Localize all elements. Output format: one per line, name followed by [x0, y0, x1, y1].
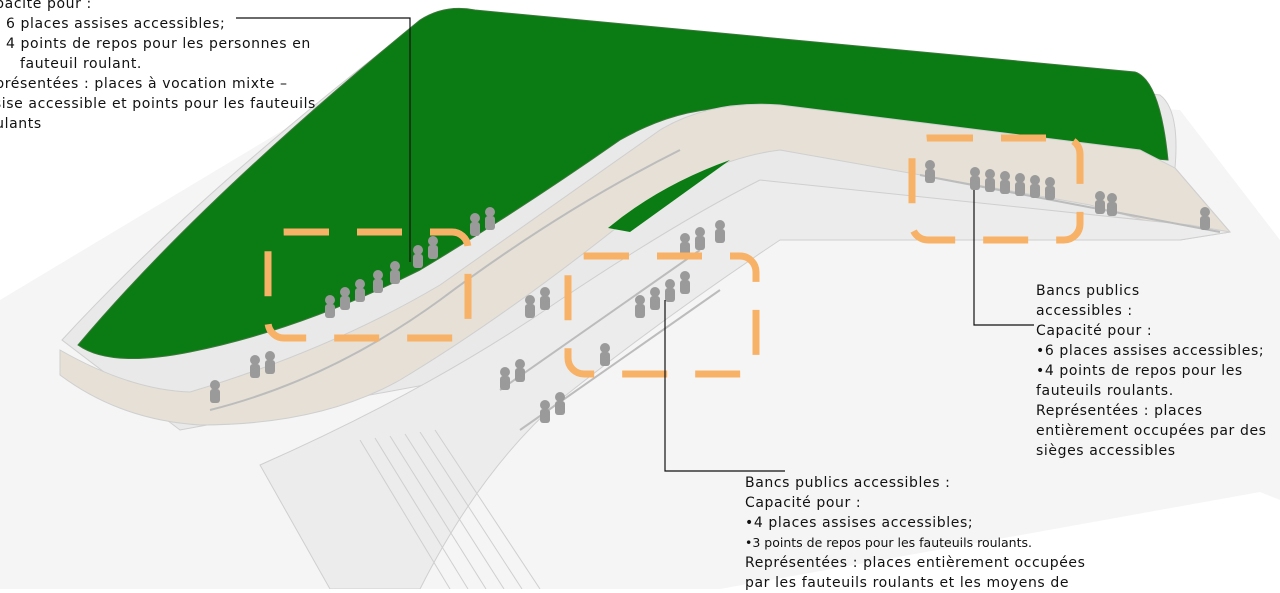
seated-figures	[210, 160, 1210, 423]
annotation-center-line: par les fauteuils roulants et les moyens…	[745, 575, 1070, 591]
annotation-right-line: entièrement occupées par des	[1036, 423, 1267, 439]
leader-right	[973, 190, 1034, 326]
annotation-left-line: ssise accessible et points pour les faut…	[0, 96, 316, 112]
highlight-box-left	[264, 228, 472, 342]
annotation-right-line: fauteuils roulants.	[1036, 383, 1174, 399]
leader-center	[664, 300, 785, 472]
annotation-left-bullet-continued: fauteuil roulant.	[20, 56, 142, 72]
highlight-box-right	[908, 134, 1084, 244]
annotation-center-line: •4 places assises accessibles;	[745, 515, 974, 531]
staircase	[259, 179, 1231, 589]
annotation-left-bullets: 6 places assises accessibles; 4 points d…	[0, 14, 316, 54]
annotation-right-line: Bancs publics	[1036, 283, 1140, 299]
annotation-center-line: Bancs publics accessibles :	[745, 475, 951, 491]
annotation-center: Bancs publics accessibles : Capacité pou…	[745, 473, 1086, 593]
annotation-right-line: Représentées : places	[1036, 403, 1203, 419]
annotation-right-line: •6 places assises accessibles;	[1036, 343, 1265, 359]
annotation-center-small-line: •3 points de repos pour les fauteuils ro…	[745, 535, 1032, 550]
annotation-right-line: sièges accessibles	[1036, 443, 1176, 459]
highlight-boxes	[264, 134, 1084, 378]
annotation-left-line: apacité pour :	[0, 0, 92, 12]
lawn-secondary	[608, 160, 730, 232]
annotation-left-line: eprésentées : places à vocation mixte –	[0, 76, 288, 92]
stair-lines	[359, 429, 541, 589]
lawn-main	[77, 7, 1169, 359]
annotation-right-line: •4 points de repos pour les	[1036, 363, 1243, 379]
annotation-left: apacité pour : 6 places assises accessib…	[0, 0, 316, 134]
annotation-right-line: accessibles :	[1036, 303, 1133, 319]
annotation-right: Bancs publics accessibles : Capacité pou…	[1036, 281, 1267, 461]
annotation-left-bullet: 6 places assises accessibles;	[0, 14, 316, 34]
annotation-center-line: Représentées : places entièrement occupé…	[745, 555, 1086, 571]
annotation-right-line: Capacité pour :	[1036, 323, 1153, 339]
highlight-box-center	[564, 252, 760, 378]
annotation-left-line: oulants	[0, 116, 42, 132]
annotation-left-bullet: 4 points de repos pour les personnes en	[0, 34, 316, 54]
annotation-center-line: Capacité pour :	[745, 495, 862, 511]
